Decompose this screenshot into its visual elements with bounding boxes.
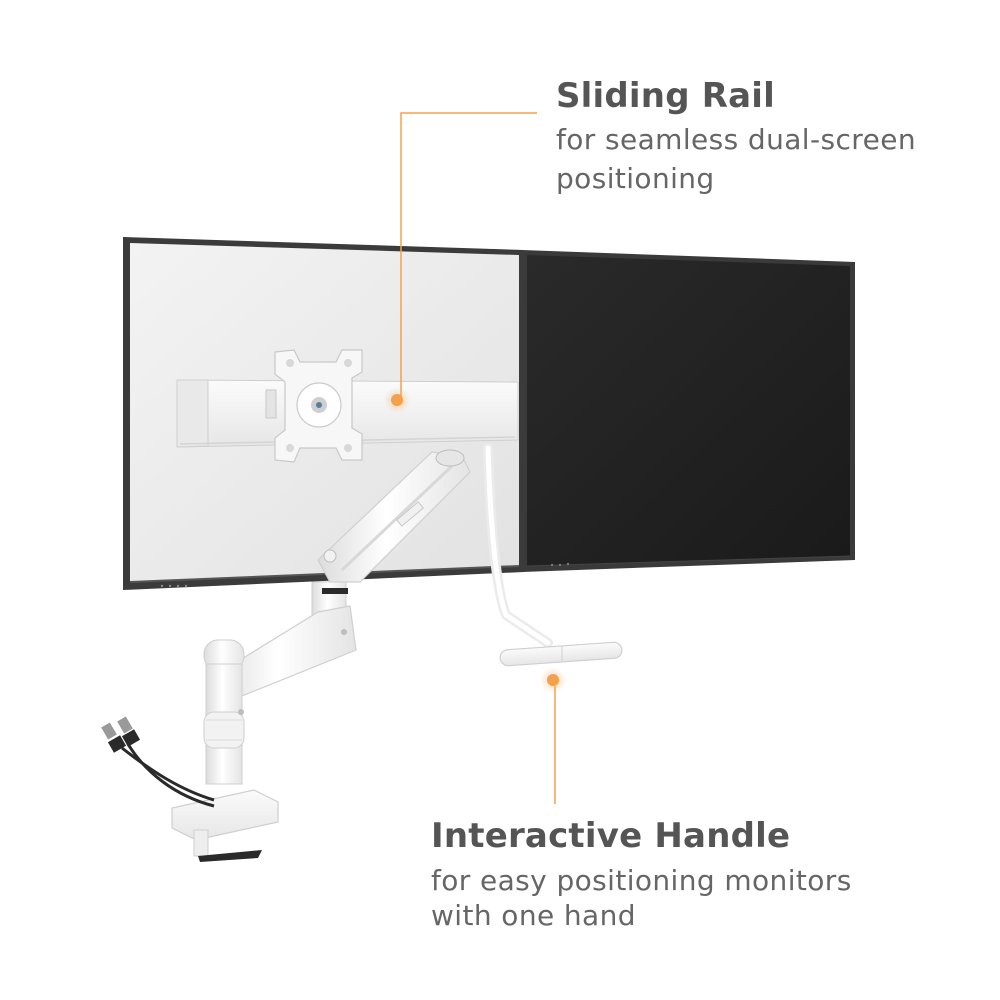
right-monitor bbox=[522, 250, 855, 572]
sliding-rail-callout-guide bbox=[384, 112, 537, 413]
vesa-plate bbox=[265, 349, 363, 463]
usb-cables bbox=[101, 716, 215, 808]
sliding-rail-title: Sliding Rail bbox=[556, 76, 776, 116]
sliding-rail-description-line1: for seamless dual-screen bbox=[556, 123, 916, 156]
interactive-handle-description-line1: for easy positioning monitors bbox=[431, 864, 852, 897]
pole-and-clamp bbox=[171, 639, 279, 862]
interactive-handle-callout-guide bbox=[540, 667, 566, 804]
lower-arm bbox=[213, 581, 357, 701]
interactive-handle-title: Interactive Handle bbox=[431, 816, 791, 856]
gas-spring-arm bbox=[317, 449, 471, 583]
interactive-handle bbox=[483, 443, 623, 667]
sliding-rail-description-line2: positioning bbox=[556, 162, 715, 195]
interactive-handle-description-line2: with one hand bbox=[431, 899, 636, 932]
